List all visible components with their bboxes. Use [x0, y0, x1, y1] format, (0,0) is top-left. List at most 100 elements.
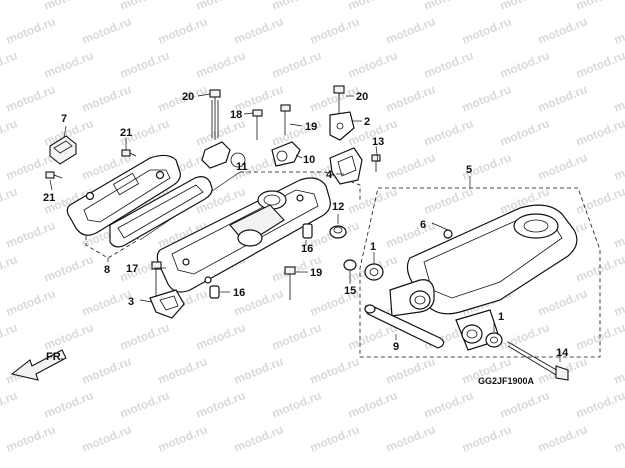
clip-part-3 — [149, 289, 185, 319]
callout-5: 5 — [466, 164, 472, 176]
watermark-text: motod.ru — [574, 320, 625, 352]
bolt-18 — [252, 109, 263, 140]
callout-12: 12 — [332, 201, 344, 213]
assembly-11-outline — [240, 171, 361, 200]
callout-13: 13 — [372, 136, 384, 148]
bushing-1-upper — [364, 263, 384, 281]
watermark-text: motod.ru — [194, 320, 247, 352]
watermark-text: motod.ru — [194, 0, 247, 13]
watermark-text: motod.ru — [42, 48, 95, 80]
bolt-19-top — [280, 104, 291, 135]
callout-15: 15 — [344, 285, 356, 297]
watermark-text: motod.ru — [232, 422, 285, 454]
callout-19-top: 19 — [305, 121, 317, 133]
watermark-text: motod.ru — [80, 422, 133, 454]
watermark-text: motod.ru — [422, 388, 475, 420]
watermark-text: motod.ru — [80, 82, 133, 114]
watermark-text: motod.ru — [270, 388, 323, 420]
callout-21-top: 21 — [120, 127, 132, 139]
bracket-part-2 — [329, 111, 355, 141]
watermark-text: motod.ru — [574, 116, 625, 148]
watermark-text: motod.ru — [0, 48, 19, 80]
watermark-text: motod.ru — [460, 422, 513, 454]
watermark-text: motod.ru — [384, 218, 437, 250]
watermark-text: motod.ru — [498, 48, 551, 80]
bolt-17 — [151, 261, 162, 296]
watermark-text: motod.ru — [156, 422, 209, 454]
watermark-text: motod.ru — [42, 388, 95, 420]
collar-15 — [343, 259, 357, 271]
callout-7: 7 — [61, 113, 67, 125]
clamp-part-11 — [201, 141, 246, 169]
watermark-text: motod.ru — [4, 218, 57, 250]
watermark-text: motod.ru — [536, 422, 589, 454]
watermark-text: motod.ru — [308, 422, 361, 454]
watermark-text: motod.ru — [42, 252, 95, 284]
watermark-text: motod.ru — [536, 150, 589, 182]
watermark-text: motod.ru — [156, 14, 209, 46]
callout-9: 9 — [393, 341, 399, 353]
watermark-text: motod.ru — [118, 0, 171, 13]
watermark-text: motod.ru — [0, 320, 19, 352]
watermark-text: motod.ru — [346, 388, 399, 420]
head-cover-gasket — [66, 154, 181, 236]
leader-lines — [49, 93, 561, 362]
bolt-14 — [507, 341, 569, 381]
watermark-text: motod.ru — [384, 14, 437, 46]
watermark-text: motod.ru — [0, 116, 19, 148]
watermark-text: motod.ru — [498, 0, 551, 13]
watermark-text: motod.ru — [232, 14, 285, 46]
watermark-text: motod.ru — [118, 48, 171, 80]
grommet-part-7 — [49, 135, 77, 165]
watermark-text: motod.ru — [612, 218, 625, 250]
watermark-text: motod.ru — [80, 286, 133, 318]
bracket-part-4 — [329, 147, 363, 185]
direction-label: FR. — [46, 351, 64, 363]
bolt-21-top — [121, 149, 137, 157]
watermark-text: motod.ru — [612, 422, 625, 454]
watermark-text: motod.ru — [536, 286, 589, 318]
cylinder-head-cover — [156, 177, 331, 293]
watermark-text: motod.ru — [612, 150, 625, 182]
callouts: 7 21 21 20 18 19 20 2 10 11 4 13 5 12 6 … — [43, 91, 569, 359]
watermark-text: motod.ru — [4, 82, 57, 114]
bushing-12 — [329, 225, 347, 239]
watermark-text: motod.ru — [460, 82, 513, 114]
watermark-text: motod.ru — [612, 354, 625, 386]
callout-14: 14 — [556, 347, 569, 359]
watermark-text: motod.ru — [384, 150, 437, 182]
callout-8: 8 — [104, 264, 110, 276]
callout-18: 18 — [230, 109, 242, 121]
watermark-text: motod.ru — [0, 388, 19, 420]
watermark-text: motod.ru — [346, 0, 399, 13]
watermark-text: motod.ru — [498, 388, 551, 420]
callout-20-right: 20 — [356, 91, 368, 103]
watermark-text: motod.ru — [4, 14, 57, 46]
bolt-19-bottom — [284, 266, 296, 300]
gasket-seal-ring — [109, 176, 213, 248]
bushing-1-lower — [485, 332, 503, 348]
watermark-text: motod.ru — [612, 14, 625, 46]
watermark-text: motod.ru — [422, 0, 475, 13]
watermark-text: motod.ru — [612, 286, 625, 318]
watermark-text: motod.ru — [574, 184, 625, 216]
watermark-text: motod.ru — [118, 320, 171, 352]
callout-1-upper: 1 — [370, 241, 376, 253]
watermark-text: motod.ru — [4, 286, 57, 318]
watermark-text: motod.ru — [574, 0, 625, 13]
dowel-pin-16-left — [209, 285, 220, 299]
callout-6: 6 — [420, 219, 426, 231]
watermark-text: motod.ru — [80, 354, 133, 386]
watermark-text: motod.ru — [308, 14, 361, 46]
dowel-pin-16-mid — [302, 223, 313, 239]
watermark-text: motod.ru — [270, 48, 323, 80]
watermark-text: motod.ru — [4, 422, 57, 454]
callout-10: 10 — [303, 154, 315, 166]
watermark-text: motod.ru — [384, 354, 437, 386]
watermark-text: motod.ru — [232, 354, 285, 386]
assembly-5-outline — [359, 187, 601, 358]
pivot-shaft-9 — [364, 304, 445, 349]
clamp-part-10 — [271, 141, 301, 167]
callout-17: 17 — [126, 263, 138, 275]
